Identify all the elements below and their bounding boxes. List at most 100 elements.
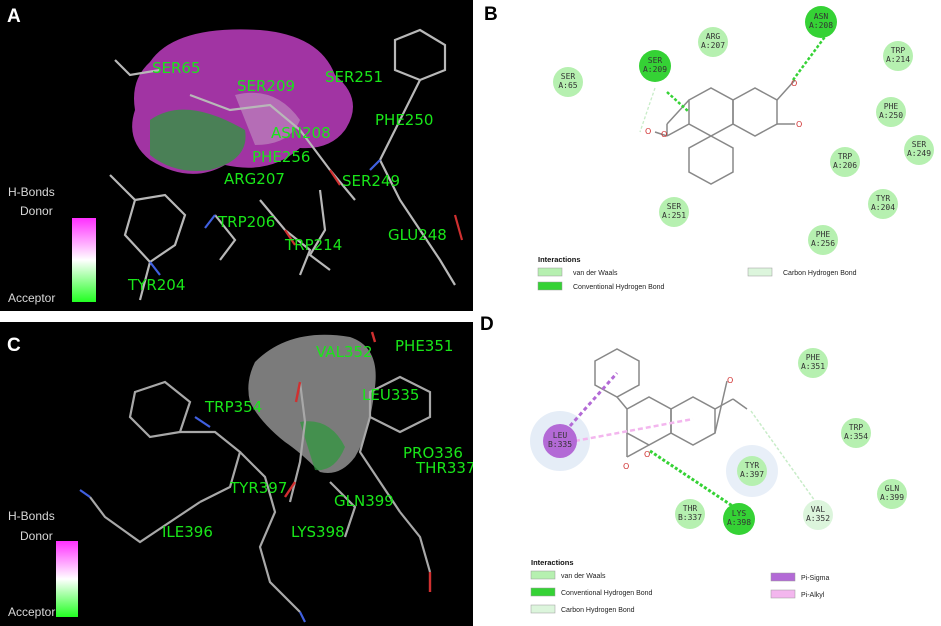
interaction-node: SER A:65	[553, 67, 583, 97]
interactions-legend-title: Interactions	[538, 255, 581, 264]
interaction-node: TYR A:204	[868, 189, 898, 219]
panel-a-residue-label: TRP206	[217, 213, 275, 231]
panel-c-scene: VAL352 PHE351 LEU335 TRP354 PRO336 THR33…	[8, 331, 473, 623]
hbond-legend-title: H-Bonds	[8, 185, 55, 199]
interaction-node: VAL A:352	[803, 500, 833, 530]
svg-text:A:208: A:208	[809, 21, 833, 30]
svg-text:THR: THR	[683, 504, 698, 513]
panel-a: SER65 SER209 SER251 ASN208 PHE250 PHE256…	[0, 0, 473, 311]
svg-text:LEU: LEU	[553, 431, 568, 440]
svg-text:A:65: A:65	[558, 81, 577, 90]
legend-item: Carbon Hydrogen Bond	[561, 607, 635, 614]
svg-text:O: O	[645, 127, 651, 136]
legend-item: Conventional Hydrogen Bond	[573, 284, 665, 291]
svg-text:O: O	[623, 462, 629, 471]
svg-text:A:206: A:206	[833, 161, 857, 170]
legend-item: Pi-Alkyl	[801, 592, 825, 599]
panel-a-residue-label: ARG207	[224, 170, 285, 188]
panel-c: VAL352 PHE351 LEU335 TRP354 PRO336 THR33…	[0, 322, 473, 626]
hbond-legend-donor: Donor	[20, 529, 53, 543]
hbond-gradient-bar	[56, 541, 78, 617]
interaction-node: THR B:337	[675, 499, 705, 529]
hbond-legend-donor: Donor	[20, 204, 53, 218]
svg-text:O: O	[796, 120, 802, 129]
hbond-legend-acceptor: Acceptor	[8, 605, 55, 619]
panel-a-residue-label: SER65	[152, 59, 201, 77]
legend-item: Carbon Hydrogen Bond	[783, 270, 857, 277]
svg-text:A:209: A:209	[643, 65, 667, 74]
interaction-node: PHE A:351	[798, 348, 828, 378]
panel-a-residue-label: ASN208	[271, 124, 331, 142]
panel-a-residue-label: TYR204	[127, 276, 185, 294]
legend-item: Pi-Sigma	[801, 575, 830, 582]
panel-d: O O O LEU B:335 PHE A:351 TRP A:354 GLN …	[475, 311, 941, 626]
svg-text:A:351: A:351	[801, 362, 825, 371]
svg-text:SER: SER	[667, 202, 682, 211]
svg-text:A:354: A:354	[844, 432, 868, 441]
panel-a-residue-label: PHE256	[252, 148, 310, 166]
svg-text:TYR: TYR	[745, 461, 760, 470]
svg-text:TRP: TRP	[891, 46, 906, 55]
svg-text:PHE: PHE	[884, 102, 899, 111]
svg-text:A:352: A:352	[806, 514, 830, 523]
svg-text:A:250: A:250	[879, 111, 903, 120]
panel-b-diagram: O O O O SER A:209 ASN A:208 ARG A:207 TR…	[537, 6, 934, 291]
hbond-legend-title: H-Bonds	[8, 509, 55, 523]
panel-a-residue-label: PHE250	[375, 111, 433, 129]
panel-c-residue-label: TRP354	[204, 398, 262, 416]
panel-a-residue-label: SER249	[342, 172, 400, 190]
interactions-legend-title: Interactions	[531, 558, 574, 567]
panel-d-diagram: O O O LEU B:335 PHE A:351 TRP A:354 GLN …	[530, 348, 907, 614]
svg-text:B:335: B:335	[548, 440, 572, 449]
svg-text:A:214: A:214	[886, 55, 910, 64]
panel-c-residue-label: THR337	[415, 459, 473, 477]
panel-label-d: D	[480, 314, 494, 335]
interaction-node: ARG A:207	[698, 27, 728, 57]
panel-label-c: C	[7, 335, 21, 356]
panel-c-residue-label: ILE396	[162, 523, 213, 541]
panel-c-residue-label: PHE351	[395, 337, 453, 355]
svg-text:O: O	[791, 79, 797, 88]
svg-text:TRP: TRP	[838, 152, 853, 161]
interaction-node: LYS A:398	[723, 503, 755, 535]
svg-text:A:399: A:399	[880, 493, 904, 502]
svg-text:SER: SER	[648, 56, 663, 65]
svg-text:A:204: A:204	[871, 203, 895, 212]
svg-text:LYS: LYS	[732, 509, 747, 518]
panel-b: O O O O SER A:209 ASN A:208 ARG A:207 TR…	[475, 0, 941, 311]
interaction-node: LEU B:335	[543, 424, 577, 458]
svg-text:ASN: ASN	[814, 12, 829, 21]
interaction-node: TYR A:397	[737, 456, 767, 486]
svg-text:SER: SER	[912, 140, 927, 149]
panel-label-a: A	[7, 6, 21, 27]
interaction-node: SER A:249	[904, 135, 934, 165]
svg-text:O: O	[727, 376, 733, 385]
svg-text:A:251: A:251	[662, 211, 686, 220]
interaction-node: PHE A:250	[876, 97, 906, 127]
interaction-node: GLN A:399	[877, 479, 907, 509]
interaction-node: TRP A:214	[883, 41, 913, 71]
svg-text:TYR: TYR	[876, 194, 891, 203]
legend-item: Conventional Hydrogen Bond	[561, 590, 653, 597]
panel-a-scene: SER65 SER209 SER251 ASN208 PHE250 PHE256…	[8, 28, 464, 305]
panel-c-residue-label: LEU335	[362, 386, 419, 404]
panel-c-residue-label: VAL352	[316, 343, 373, 361]
svg-text:PHE: PHE	[816, 230, 831, 239]
svg-text:VAL: VAL	[811, 505, 826, 514]
panel-c-residue-label: PRO336	[403, 444, 463, 462]
interaction-node: SER A:209	[639, 50, 671, 82]
panel-c-residue-label: LYS398	[291, 523, 345, 541]
interaction-node: TRP A:354	[841, 418, 871, 448]
interaction-node: TRP A:206	[830, 147, 860, 177]
interaction-node: PHE A:256	[808, 225, 838, 255]
svg-text:ARG: ARG	[706, 32, 721, 41]
hbond-legend-acceptor: Acceptor	[8, 291, 55, 305]
legend-item: van der Waals	[573, 270, 618, 277]
svg-text:A:256: A:256	[811, 239, 835, 248]
interaction-node: SER A:251	[659, 197, 689, 227]
svg-text:O: O	[661, 130, 667, 139]
svg-text:B:337: B:337	[678, 513, 702, 522]
panel-label-b: B	[484, 4, 498, 25]
svg-text:A:398: A:398	[727, 518, 751, 527]
svg-text:PHE: PHE	[806, 353, 821, 362]
